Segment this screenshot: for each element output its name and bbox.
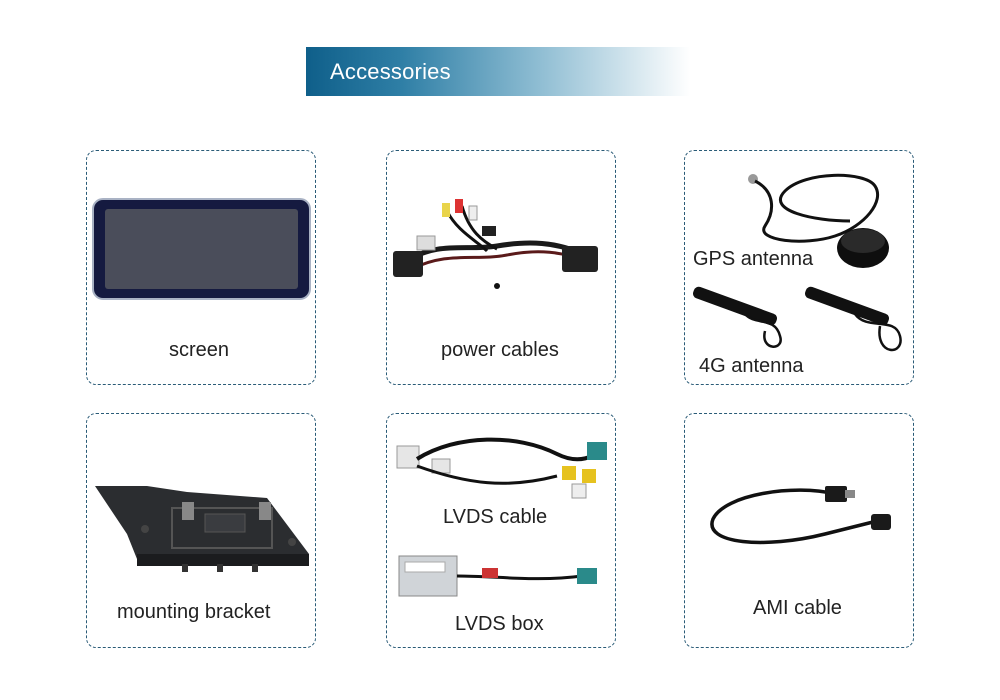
screen-label: screen (169, 339, 230, 361)
4g-antenna-label: 4G antenna (699, 355, 804, 377)
card-antennas: GPS antenna 4G antenna (684, 150, 914, 385)
card-ami-cable: AMI cable (684, 413, 914, 648)
mounting-bracket-image (95, 486, 309, 572)
card-screen: screen (86, 150, 316, 385)
4g-antenna-image (693, 286, 902, 352)
lvds-cable-image (396, 437, 607, 499)
power-cables-image (393, 199, 598, 289)
power-cables-label: power cables (441, 339, 559, 361)
lvds-box-label: LVDS box (455, 613, 544, 635)
ami-cable-label: AMI cable (753, 597, 842, 619)
screen-image (92, 198, 311, 300)
gps-antenna-image (748, 173, 889, 268)
lvds-cable-label: LVDS cable (443, 506, 548, 528)
section-title: Accessories (330, 59, 451, 84)
card-power-cables: power cables (386, 150, 616, 385)
mounting-bracket-label: mounting bracket (117, 601, 271, 623)
ami-cable-image (710, 486, 891, 545)
lvds-box-image (398, 555, 597, 597)
section-header: Accessories (306, 47, 690, 96)
card-lvds: LVDS cable LVDS box (386, 413, 616, 648)
gps-antenna-label: GPS antenna (693, 248, 814, 270)
card-mounting-bracket: mounting bracket (86, 413, 316, 648)
